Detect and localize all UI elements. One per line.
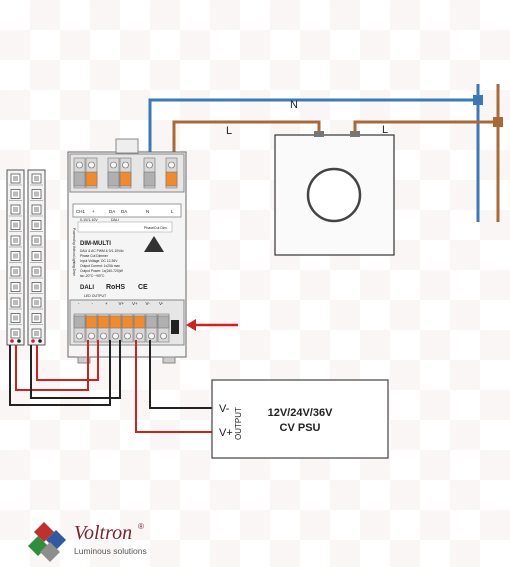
- sub-label-dali: DALI: [111, 218, 119, 222]
- terminal-label-plus: +: [92, 209, 95, 214]
- psu-title-1: 12V/24V/36V: [268, 407, 333, 419]
- warning-icon: [144, 236, 164, 252]
- neutral-label: N: [290, 99, 298, 111]
- bottom-terminal-label: V-: [146, 301, 151, 306]
- red-arrow-icon: [186, 319, 238, 331]
- solder-pad: [17, 339, 21, 343]
- brand-tagline: Luminous solutions: [74, 546, 147, 556]
- psu-wires: [135, 340, 212, 433]
- live-wire: [172, 84, 503, 222]
- voltron-logo-icon: [28, 522, 66, 562]
- psu-vpos-label: V+: [219, 427, 233, 439]
- rohs-mark: RoHS: [106, 284, 125, 291]
- sub-label-010v: 0-1V/1-10V: [80, 218, 98, 222]
- terminal-label-n: N: [146, 209, 149, 214]
- spec-line-2: Phase Cut Dimmer: [80, 254, 109, 258]
- bottom-terminal-label: -: [78, 301, 80, 306]
- psu-vneg-label: V-: [219, 403, 230, 415]
- spec-line-1: DALI & AC PWM & 0/1-10Vdc: [80, 249, 124, 253]
- brand-logo: Voltron ® Luminous solutions: [34, 520, 174, 560]
- bottom-terminal-label: V-: [159, 301, 164, 306]
- driver-side-text: Powered by Voltron Lighting Drive: [72, 228, 76, 276]
- cv-psu: [211, 379, 389, 459]
- brand-registered: ®: [138, 522, 144, 531]
- solder-pad: [10, 339, 14, 343]
- terminal-label-l: L: [171, 209, 174, 214]
- led-strip-left: [6, 169, 25, 346]
- terminal-label-da2: DA: [121, 209, 127, 214]
- spec-line-4: Output Current: 1x20A max: [80, 264, 120, 268]
- psu-title-2: CV PSU: [280, 422, 321, 434]
- dimmer-knob: [306, 167, 362, 223]
- bottom-terminal-label: V+: [132, 301, 138, 306]
- driver-model: DIM-MULTI: [80, 241, 111, 247]
- led-strip-right: [27, 169, 46, 346]
- dim-multi-driver: [67, 138, 187, 364]
- dali-mark: DALI: [80, 285, 94, 291]
- live-label-right: L: [382, 124, 388, 136]
- terminal-label-da1: DA: [109, 209, 115, 214]
- spec-line-3: Input Voltage: DC 12-36V: [80, 259, 118, 263]
- spec-line-5: Output Power: 1x(240-720)W: [80, 269, 124, 273]
- solder-pad: [31, 339, 35, 343]
- ce-mark: CE: [138, 284, 148, 291]
- live-label-left: L: [226, 125, 232, 137]
- bottom-terminal-label: +: [105, 301, 108, 306]
- spec-line-6: ta=-20°C~+50°C: [80, 274, 105, 278]
- solder-pad: [38, 339, 42, 343]
- led-output-wires: [9, 340, 121, 406]
- bottom-terminal-label: V+: [119, 301, 125, 306]
- brand-name: Voltron: [74, 522, 133, 544]
- bottom-terminal-label: -: [92, 301, 94, 306]
- psu-output-label: OUTPUT: [234, 407, 243, 440]
- neutral-wire: [148, 84, 483, 222]
- terminal-label-ch1: CH1: [76, 209, 85, 214]
- led-output-label: LED OUTPUT: [84, 294, 107, 298]
- sub-label-phasecut: PhaseCut Dim: [144, 226, 167, 230]
- phase-cut-dimmer: [274, 131, 395, 256]
